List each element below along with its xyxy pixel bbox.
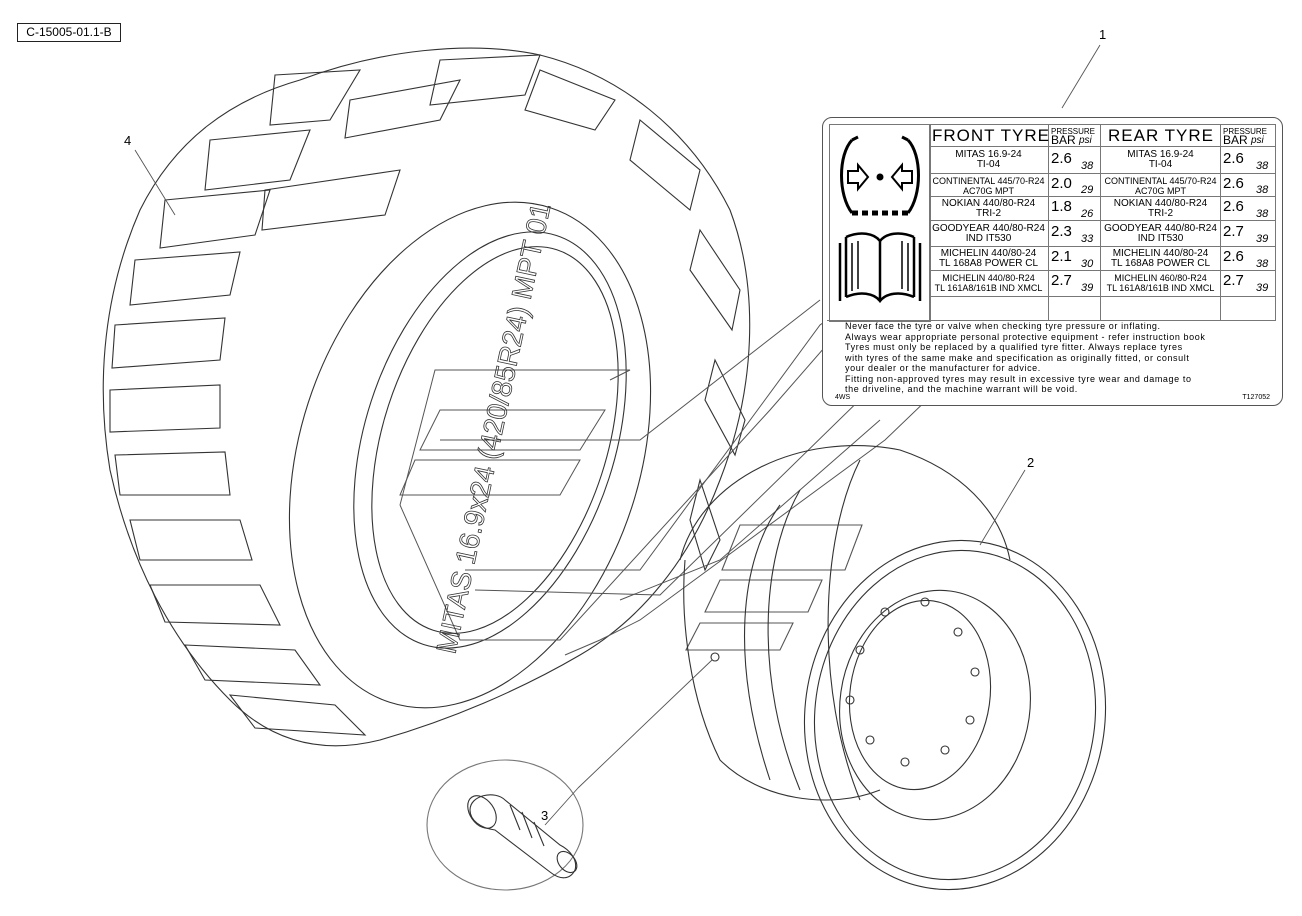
- rear-bar-value: 2.6: [1223, 198, 1244, 215]
- rear-bar-value: 2.7: [1223, 223, 1244, 240]
- rear-psi-value: 38: [1256, 208, 1269, 220]
- warning-line: Always wear appropriate personal protect…: [845, 331, 1206, 342]
- callout-3: 3: [541, 808, 549, 823]
- front-tyre-name: GOODYEAR 440/80-R24 IND IT530: [932, 223, 1045, 244]
- rim-drawing: [679, 445, 1107, 891]
- callout-leaders: [134, 44, 1101, 826]
- rear-tyre-name: MITAS 16.9-24 TI-04: [1127, 149, 1194, 170]
- front-tyre-name: NOKIAN 440/80-R24 TRI-2: [941, 198, 1036, 219]
- front-psi-value: 33: [1081, 233, 1094, 245]
- front-pressure-label: PRESSURE: [1051, 127, 1096, 136]
- front-bar-label: BAR: [1051, 133, 1076, 147]
- tyre-drawing: [102, 47, 751, 747]
- rear-psi-value: 38: [1256, 258, 1269, 270]
- rear-pressure-label: PRESSURE: [1223, 127, 1268, 136]
- rear-tyre-name: GOODYEAR 440/80-R24 IND IT530: [1104, 223, 1217, 244]
- front-bar-value: 2.3: [1051, 223, 1072, 240]
- front-psi-value: 26: [1081, 208, 1094, 220]
- front-bar-value: 1.8: [1051, 198, 1072, 215]
- instruction-book-icon: [838, 232, 922, 304]
- tyre-pressure-decal: FRONT TYRE PRESSURE BAR psi REAR TYRE PR…: [822, 117, 1283, 406]
- warning-line: Fitting non-approved tyres may result in…: [845, 373, 1192, 384]
- rear-bar-label: BAR: [1223, 133, 1248, 147]
- front-psi-value: 30: [1081, 258, 1094, 270]
- rear-tyre-name: CONTINENTAL 445/70-R24 AC70G MPT: [1104, 176, 1217, 196]
- decal-part-number: T127052: [1242, 394, 1270, 401]
- front-tyre-header: FRONT TYRE: [932, 126, 1050, 145]
- front-psi-label: psi: [1079, 135, 1092, 146]
- front-tyre-name: CONTINENTAL 445/70-R24 AC70G MPT: [932, 176, 1045, 196]
- warning-line: Tyres must only be replaced by a qualifi…: [845, 342, 1183, 352]
- warning-line: the driveline, and the machine warrant w…: [845, 384, 1078, 394]
- rear-psi-label: psi: [1251, 135, 1264, 146]
- front-psi-value: 29: [1081, 184, 1094, 196]
- warning-line: your dealer or the manufacturer for advi…: [845, 363, 1041, 373]
- callout-2: 2: [1027, 455, 1035, 470]
- rear-bar-value: 2.7: [1223, 272, 1244, 289]
- rear-tyre-name: NOKIAN 440/80-R24 TRI-2: [1113, 198, 1208, 219]
- pressure-check-icon: [840, 135, 920, 216]
- front-bar-value: 2.7: [1051, 272, 1072, 289]
- front-bar-value: 2.0: [1051, 175, 1072, 192]
- front-tyre-name: MICHELIN 440/80-R24 TL 161A8/161B IND XM…: [934, 273, 1043, 293]
- tyre-pressure-table: FRONT TYRE PRESSURE BAR psi REAR TYRE PR…: [827, 124, 1276, 322]
- front-tyre-name: MITAS 16.9-24 TI-04: [955, 149, 1022, 170]
- rear-psi-value: 39: [1256, 233, 1269, 245]
- valve-drawing: [426, 759, 584, 891]
- callout-4: 4: [124, 133, 132, 148]
- pictogram-column: [829, 124, 931, 322]
- callout-1: 1: [1099, 27, 1107, 42]
- rear-psi-value: 39: [1256, 282, 1269, 294]
- warning-line: with tyres of the same make and specific…: [845, 352, 1190, 363]
- front-bar-value: 2.1: [1051, 248, 1072, 265]
- front-psi-value: 38: [1081, 160, 1094, 172]
- safety-warning-text: Never face the tyre or valve when checki…: [845, 321, 1255, 395]
- rear-bar-value: 2.6: [1223, 150, 1244, 167]
- rear-psi-value: 38: [1256, 160, 1269, 172]
- drawing-reference-label: C-15005-01.1-B: [17, 23, 121, 42]
- rim-label-patches: [685, 524, 863, 651]
- decal-footer-left: 4WS: [835, 394, 851, 401]
- rear-psi-value: 38: [1256, 184, 1269, 196]
- rear-bar-value: 2.6: [1223, 248, 1244, 265]
- front-psi-value: 39: [1081, 282, 1094, 294]
- rear-bar-value: 2.6: [1223, 175, 1244, 192]
- rear-tyre-name: MICHELIN 460/80-R24 TL 161A8/161B IND XM…: [1106, 273, 1215, 293]
- front-tyre-name: MICHELIN 440/80-24 TL 168A8 POWER CL: [938, 248, 1039, 269]
- warning-line: Never face the tyre or valve when checki…: [845, 321, 1161, 331]
- front-bar-value: 2.6: [1051, 150, 1072, 167]
- rear-tyre-header: REAR TYRE: [1108, 126, 1214, 145]
- rear-tyre-name: MICHELIN 440/80-24 TL 168A8 POWER CL: [1110, 248, 1211, 269]
